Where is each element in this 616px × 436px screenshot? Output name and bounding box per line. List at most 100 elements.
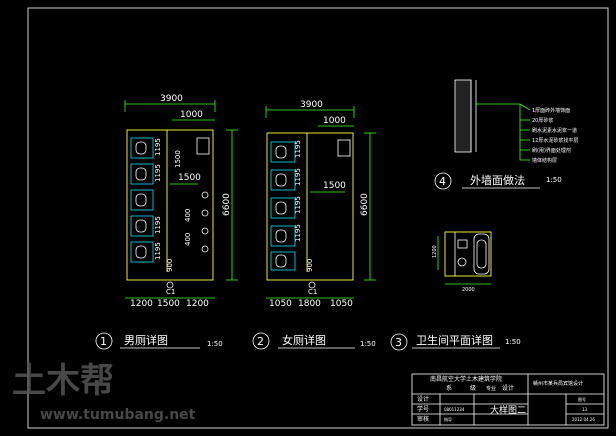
bath-caption-number: 3 [395,336,402,349]
bath-toilet [457,257,467,267]
bathroom-plan: 1200 2000 3 卫生间平面详图 1:50 [390,231,521,351]
wall-layer-2: 20厚砂浆 [532,117,553,124]
bath-caption-title: 卫生间平面详图 [416,333,493,347]
womens-stall-1 [270,141,296,163]
womens-caption-title: 女厕详图 [282,333,326,347]
womens-caption-scale: 1:50 [360,340,376,348]
bath-dim-left: 1200 [432,245,438,258]
mens-toilet-fixture-4 [135,219,147,233]
urinal-3 [201,227,209,235]
tb-row1-grade: 级 [470,384,476,392]
womens-stall-4 [270,225,296,247]
mens-dim-bottom-1: 1200 [130,299,153,309]
mens-stall-1 [130,137,154,159]
title-block-frame [411,373,605,426]
tb-school: 南昌航空大学土木建筑学院 [430,375,502,383]
wall-caption-title: 外墙面做法 [470,173,525,187]
mens-dim-400a: 400 [184,209,192,222]
womens-stall-5 [270,251,296,271]
womens-outer-wall [266,132,354,281]
womens-dim-bottom-2: 1800 [298,299,321,309]
mens-toilet-fixture-5 [135,245,147,259]
womens-toilet-fixture-3 [275,201,287,215]
womens-toilet-plan: 3900 1000 1195 1195 1195 1195 1500 900 6… [252,100,376,350]
wall-layer-1: 1厚面砖外墙饰面 [532,107,570,114]
tb-label-design: 设计 [417,395,429,403]
urinal-2 [201,209,209,217]
tb-label-id: 学号 [417,405,429,413]
womens-stall-dim-1: 1195 [294,140,302,158]
mens-sink [196,137,210,155]
mens-outer-wall [126,129,214,281]
wall-leader-lines [476,103,531,161]
tb-label-review: 审核 [417,415,429,423]
drawing-frame [27,7,609,429]
tb-project: 赣州市某兵局宾馆设计 [533,380,583,387]
mens-axis-label: C1 [166,288,175,296]
tb-date: 2012.04.26 [572,417,595,422]
wall-caption-number: 4 [439,175,446,188]
bath-dim-bottom: 2000 [462,287,475,293]
mens-stall-dim-1: 1195 [154,138,162,156]
mens-dim-top: 3900 [160,94,183,104]
womens-stall-dim-2: 1195 [294,168,302,186]
title-block: 南昌航空大学土木建筑学院 系 级 专业 设计 赣州市某兵局宾馆设计 设计 学号 … [411,373,605,426]
wall-caption-circle [434,172,452,190]
bath-caption-circle [390,333,408,351]
watermark-logo: 土木帮 [12,361,114,401]
womens-toilet-fixture-4 [275,229,287,243]
wall-layer-6: 墙体结构层 [532,157,557,164]
womens-toilet-fixture-5 [275,254,287,268]
tb-no-label: 图号 [578,396,586,402]
womens-dim-right-total: 6600 [360,193,370,216]
womens-dim-1500: 1500 [323,181,346,191]
mens-toilet-fixture-1 [135,141,147,155]
urinal-1 [201,191,209,199]
womens-toilet-fixture-1 [275,145,287,159]
mens-stall-3 [130,189,154,211]
tb-drawing-title: 大样图二 [490,404,526,416]
mens-stall-row [130,137,154,263]
wall-layer-3: 刷水泥素水泥浆一道 [532,127,577,134]
womens-dim-top: 3900 [300,100,323,110]
mens-stall-4 [130,215,154,237]
womens-dim-900: 900 [306,259,314,272]
mens-dim-bottom-2: 1500 [157,299,180,309]
womens-dim-bottom-3: 1050 [330,299,353,309]
womens-toilet-fixture-2 [275,173,287,187]
mens-caption-number: 1 [100,335,107,348]
watermark-url: www.tumubang.net [40,407,196,423]
womens-caption-number: 2 [257,335,264,348]
womens-sink [337,139,351,157]
mens-caption-title: 男厕详图 [124,333,168,347]
bathtub-inner [476,239,487,269]
womens-stall-row [270,141,296,271]
tb-row1-major: 专业 [486,385,496,392]
urinal-4 [201,245,209,253]
wall-layer-4: 12厚水泥砂浆找平层 [532,137,578,144]
womens-dim-bottom-1: 1050 [269,299,292,309]
bath-caption-scale: 1:50 [505,338,521,346]
mens-caption-circle [95,332,113,350]
womens-axis-circle [308,281,316,289]
mens-dim-right-total: 6600 [222,193,232,216]
mens-stall-dim-2: 1195 [154,164,162,182]
tb-value-id: 08011234 [444,407,465,412]
womens-dim-door: 1000 [323,116,346,126]
mens-dim-door: 1000 [180,110,203,120]
tb-no-value: 13 [582,407,588,412]
mens-urinals [196,137,210,253]
mens-axis-circle [166,281,174,289]
wall-finish-detail: 1厚面砖外墙饰面 20厚砂浆 刷水泥素水泥浆一道 12厚水泥砂浆找平层 刷(甩)… [434,79,578,190]
mens-toilet-fixture-2 [135,167,147,181]
womens-caption-circle [252,332,270,350]
womens-stall-3 [270,197,296,219]
tb-row1-design: 设计 [502,384,514,392]
watermark: 土木帮 www.tumubang.net [12,361,196,423]
mens-caption-scale: 1:50 [207,340,223,348]
mens-stall-dim-3: 1195 [154,216,162,234]
mens-toilet-plan: 3900 1000 1195 1195 119 [95,94,238,350]
mens-dim-bottom-3: 1200 [186,299,209,309]
bath-sink [457,239,468,249]
